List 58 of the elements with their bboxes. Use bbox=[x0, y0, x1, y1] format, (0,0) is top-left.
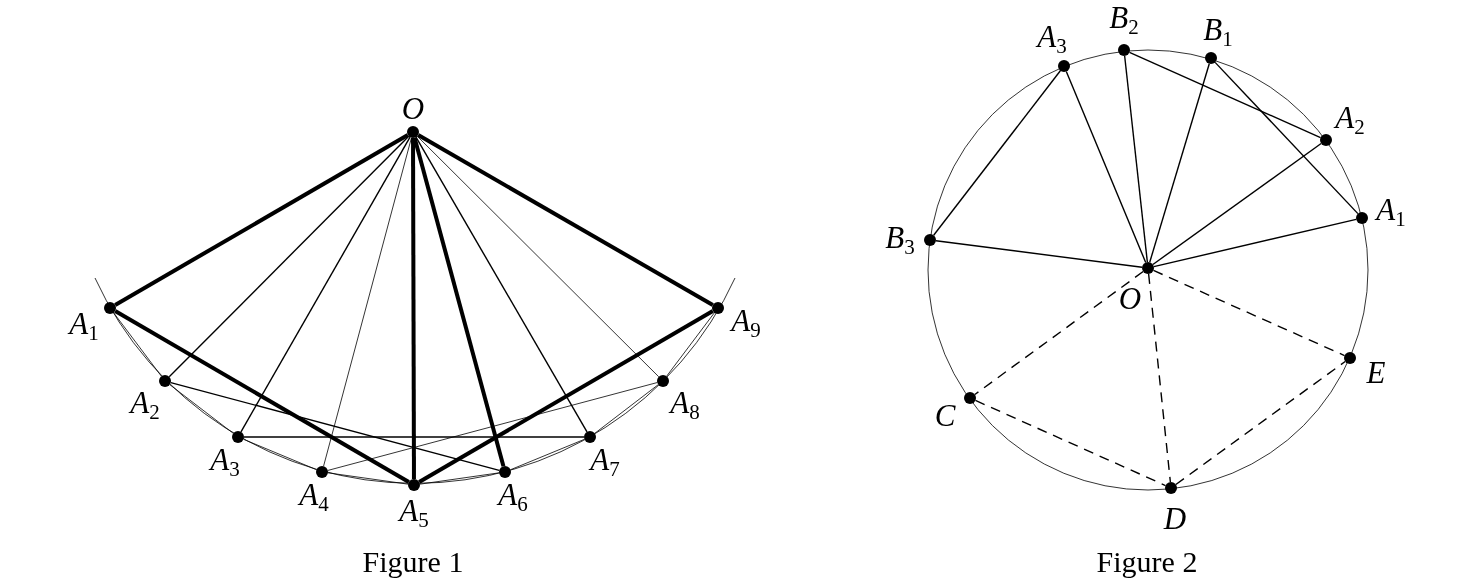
line-segment bbox=[240, 136, 411, 433]
line-segment bbox=[419, 472, 500, 485]
point-label: A$_{1}$ bbox=[1376, 194, 1406, 230]
point-label: C bbox=[934, 399, 956, 431]
line-segment bbox=[974, 270, 1144, 396]
line-segment bbox=[1128, 51, 1322, 139]
line-segment bbox=[594, 384, 659, 434]
point-label: A$_{3}$ bbox=[1037, 21, 1067, 57]
point-label: A$_{1}$ bbox=[69, 308, 99, 344]
figure-caption: Figure 2 bbox=[1096, 547, 1198, 577]
line-segment bbox=[1175, 360, 1346, 486]
point-label: E bbox=[1366, 356, 1386, 388]
line-segment bbox=[510, 438, 585, 471]
point-label: D bbox=[1163, 502, 1187, 534]
line-segment bbox=[327, 382, 658, 471]
line-segment bbox=[170, 381, 500, 472]
line-segment bbox=[418, 309, 714, 484]
point-label: B$_{2}$ bbox=[1109, 2, 1139, 38]
line-segment bbox=[1147, 273, 1172, 483]
figure-caption: Figure 1 bbox=[362, 547, 464, 577]
line-segment bbox=[327, 472, 409, 485]
line-segment bbox=[932, 70, 1062, 236]
point-label: O bbox=[401, 92, 425, 124]
line-segment bbox=[113, 312, 162, 377]
line-segment bbox=[415, 136, 588, 433]
point-label: B$_{3}$ bbox=[885, 222, 915, 258]
line-segment bbox=[243, 438, 317, 471]
point-label: A$_{3}$ bbox=[210, 444, 240, 480]
line-segment bbox=[1152, 142, 1322, 266]
line-segment bbox=[1123, 55, 1149, 263]
line-segment bbox=[412, 137, 506, 467]
line-segment bbox=[168, 135, 410, 378]
point-label: A$_{8}$ bbox=[670, 387, 700, 423]
line-segment bbox=[411, 138, 416, 479]
point-label: A$_{2}$ bbox=[1335, 102, 1365, 138]
point-label: B$_{1}$ bbox=[1203, 14, 1233, 50]
point-label: O bbox=[1118, 282, 1142, 314]
line-segment bbox=[1152, 269, 1346, 357]
line-segment bbox=[1065, 70, 1147, 264]
line-segment bbox=[114, 133, 409, 307]
point-label: A$_{4}$ bbox=[299, 479, 329, 515]
point-label: A$_{2}$ bbox=[130, 387, 160, 423]
point-label: A$_{5}$ bbox=[399, 495, 429, 531]
line-segment bbox=[243, 436, 585, 438]
line-segment bbox=[1153, 218, 1357, 268]
point-label: A$_{9}$ bbox=[731, 305, 761, 341]
line-segment bbox=[666, 312, 715, 377]
point-label: A$_{7}$ bbox=[590, 444, 620, 480]
line-segment bbox=[114, 309, 410, 484]
line-segment bbox=[1149, 63, 1210, 263]
line-segment bbox=[323, 137, 412, 467]
line-segment bbox=[1214, 61, 1359, 215]
line-segment bbox=[416, 135, 660, 378]
line-segment bbox=[169, 384, 234, 434]
line-segment bbox=[974, 399, 1167, 487]
line-segment bbox=[417, 133, 714, 307]
point-label: A$_{6}$ bbox=[498, 479, 528, 515]
line-segment bbox=[935, 240, 1143, 268]
